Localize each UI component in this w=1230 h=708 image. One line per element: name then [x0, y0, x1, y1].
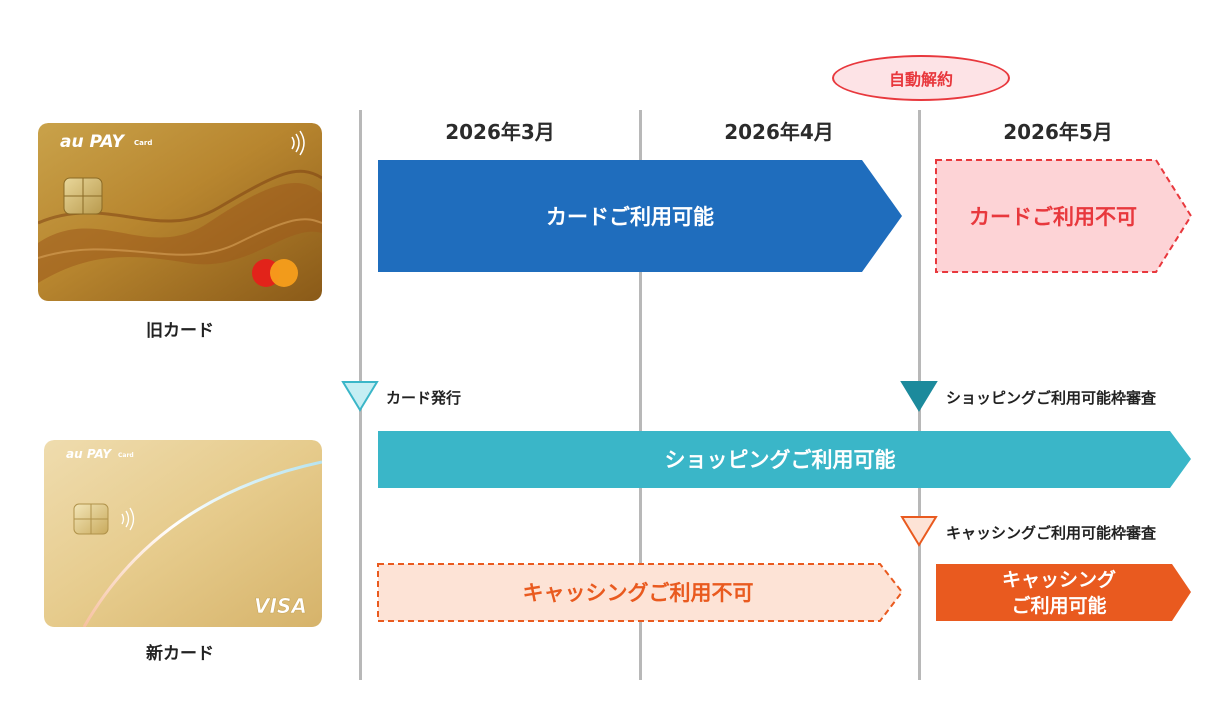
old-card-unavailable-arrow: カードご利用不可: [935, 159, 1193, 273]
cashing-review-label: キャッシングご利用可能枠審査: [946, 524, 1157, 542]
old-card-available-text: カードご利用可能: [546, 205, 714, 229]
cashing-review-marker-icon: [900, 516, 938, 547]
new-card-logo: au PAY: [66, 447, 112, 461]
month-header-may: 2026年5月: [1003, 120, 1113, 144]
cashing-available-arrow: キャッシング ご利用可能: [936, 564, 1191, 621]
card-issue-marker-icon: [341, 381, 379, 412]
new-card-logo-sub: Card: [118, 452, 134, 459]
new-card-image: au PAY Card VISA: [44, 440, 322, 627]
old-card-available-arrow: カードご利用可能: [378, 160, 902, 272]
old-card-logo-sub: Card: [134, 139, 152, 147]
mastercard-icon: [252, 259, 298, 287]
old-card-image: au PAY Card: [38, 123, 322, 301]
shopping-available-arrow: ショッピングご利用可能: [378, 431, 1191, 488]
old-card-unavailable-text: カードご利用不可: [969, 205, 1137, 229]
month-header-april: 2026年4月: [724, 120, 834, 144]
old-card-logo: au PAY: [60, 132, 126, 152]
month-header-march: 2026年3月: [445, 120, 555, 144]
visa-logo: VISA: [254, 594, 307, 618]
contactless-icon: [291, 130, 305, 156]
cashing-available-text-line2: ご利用可能: [1011, 594, 1106, 617]
cashing-unavailable-arrow: キャッシングご利用不可: [377, 563, 904, 622]
contactless-icon: [121, 507, 135, 531]
new-card-label: 新カード: [146, 644, 214, 664]
timeline-divider-2: [639, 110, 642, 680]
auto-cancel-badge: 自動解約: [832, 55, 1010, 101]
shopping-review-marker-icon: [900, 381, 938, 412]
cashing-unavailable-text: キャッシングご利用不可: [523, 581, 754, 605]
old-card-label: 旧カード: [146, 321, 214, 341]
shopping-available-text: ショッピングご利用可能: [665, 448, 896, 472]
shopping-review-label: ショッピングご利用可能枠審査: [946, 389, 1157, 407]
card-issue-label: カード発行: [386, 389, 462, 407]
cashing-available-text-line1: キャッシング: [1002, 568, 1116, 591]
